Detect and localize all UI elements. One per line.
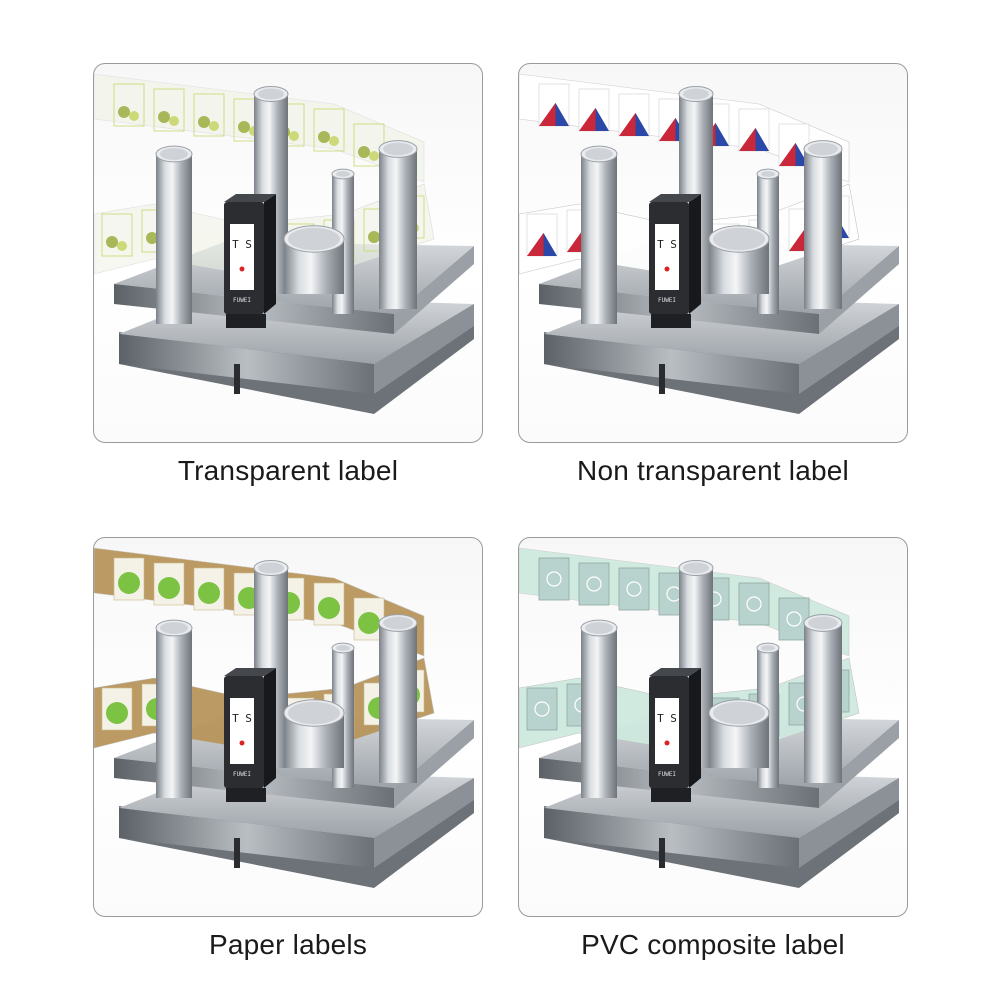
transparent-label-image: T S FUWEI — [93, 63, 483, 443]
machine-illustration: T S FUWEI — [94, 73, 474, 414]
caption-pvc-composite-label: PVC composite label — [581, 929, 845, 960]
machine-illustration: T S FUWEI — [519, 73, 899, 414]
label-piece — [538, 557, 570, 601]
label-piece — [193, 93, 225, 137]
label-piece — [526, 687, 558, 731]
label-piece — [778, 123, 810, 167]
label-piece — [738, 108, 770, 152]
sensor-brand: FUWEI — [658, 771, 676, 778]
sensor-mark: T S — [657, 712, 677, 725]
steel-roller — [580, 619, 618, 798]
sensor-brand: FUWEI — [233, 297, 251, 304]
label-piece — [578, 562, 610, 606]
label-piece — [578, 88, 610, 132]
label-sensor: T S FUWEI — [224, 668, 276, 802]
steel-roller — [803, 140, 843, 309]
machine-illustration: T S FUWEI — [519, 547, 899, 888]
label-sensor: T S FUWEI — [224, 194, 276, 328]
steel-roller — [283, 225, 345, 294]
steel-roller — [283, 699, 345, 768]
steel-roller — [708, 225, 770, 294]
label-piece — [526, 213, 558, 257]
label-piece — [153, 88, 185, 132]
caption-paper-labels: Paper labels — [208, 929, 368, 960]
pvc-composite-label-image: T S FUWEI — [518, 537, 908, 917]
label-piece — [618, 93, 650, 137]
steel-roller — [580, 145, 618, 324]
label-piece — [113, 557, 145, 601]
label-piece — [101, 213, 133, 257]
label-piece — [313, 108, 345, 152]
sensor-mark: T S — [232, 238, 252, 251]
label-piece — [738, 582, 770, 626]
caption-transparent-label: Transparent label — [177, 455, 399, 486]
label-piece — [153, 562, 185, 606]
sensor-brand: FUWEI — [233, 771, 251, 778]
paper-labels-image: T S FUWEI — [93, 537, 483, 917]
steel-roller — [378, 140, 418, 309]
label-piece — [193, 567, 225, 611]
label-sensor: T S FUWEI — [649, 194, 701, 328]
non-transparent-label-image: T S FUWEI — [518, 63, 908, 443]
label-sensor: T S FUWEI — [649, 668, 701, 802]
steel-roller — [378, 614, 418, 783]
label-piece — [113, 83, 145, 127]
sensor-mark: T S — [657, 238, 677, 251]
label-piece — [538, 83, 570, 127]
caption-non-transparent-label: Non transparent label — [577, 455, 849, 486]
steel-roller — [803, 614, 843, 783]
sensor-mark: T S — [232, 712, 252, 725]
steel-roller — [155, 619, 193, 798]
steel-roller — [155, 145, 193, 324]
machine-illustration: T S FUWEI — [94, 547, 474, 888]
sensor-brand: FUWEI — [658, 297, 676, 304]
label-piece — [353, 123, 385, 167]
steel-roller — [708, 699, 770, 768]
label-piece — [313, 582, 345, 626]
label-piece — [618, 567, 650, 611]
label-piece — [101, 687, 133, 731]
